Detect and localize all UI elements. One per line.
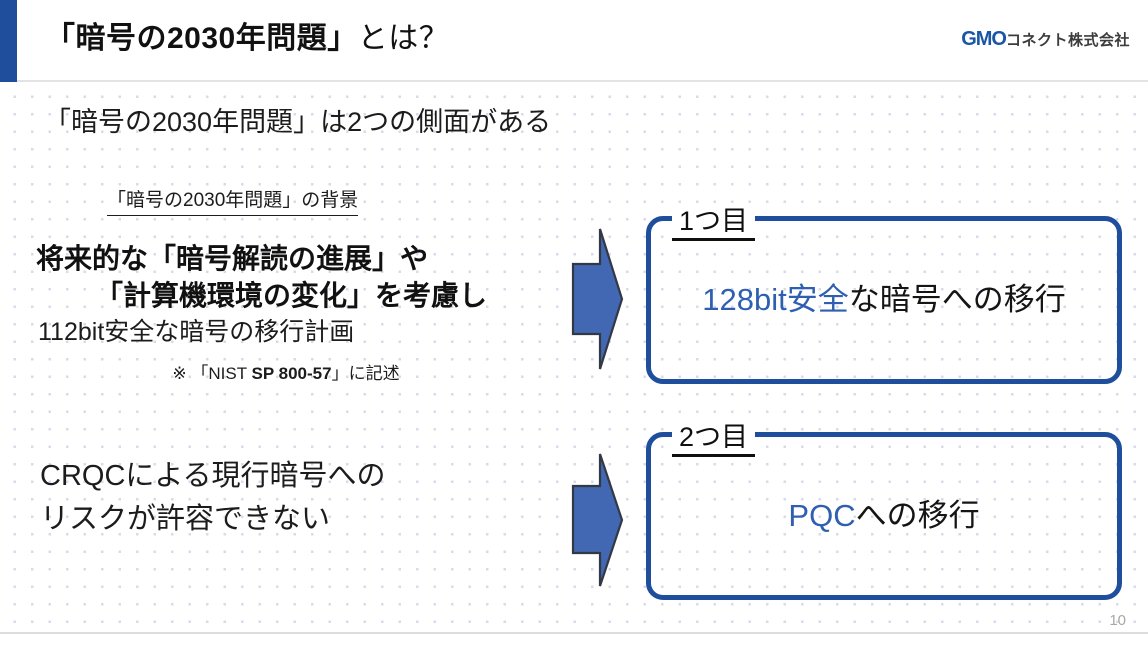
slide-header: 「暗号の2030年問題」とは？ GMOコネクト株式会社 xyxy=(0,0,1148,82)
outcome-box-2-label: 2つ目 xyxy=(672,421,756,457)
page-number: 10 xyxy=(1109,612,1126,629)
slide-body xyxy=(0,84,1148,634)
reason-block-1: 将来的な「暗号解読の進展」や 「計算機環境の変化」を考慮し 112bit安全な暗… xyxy=(36,240,546,350)
outcome-box-1-text: 128bit安全な暗号への移行 xyxy=(646,279,1122,321)
right-arrow-icon-1 xyxy=(571,228,624,370)
logo-company-text: コネクト株式会社 xyxy=(1005,32,1130,49)
page-title-bold: 「暗号の2030年問題」 xyxy=(45,22,358,55)
outcome-box-2 xyxy=(646,432,1122,600)
right-arrow-icon-2 xyxy=(571,453,624,587)
footnote-post: 」に記述 xyxy=(331,364,400,383)
outcome-box-1 xyxy=(646,216,1122,384)
background-heading: 「暗号の2030年問題」の背景 xyxy=(107,188,359,216)
footnote-mark: ※ xyxy=(172,364,187,383)
page-title: 「暗号の2030年問題」とは？ xyxy=(45,17,449,61)
outcome-1-rest: な暗号への移行 xyxy=(848,282,1066,317)
outcome-box-2-text: PQCへの移行 xyxy=(646,495,1122,537)
reason-1-line-2: 「計算機環境の変化」を考慮し xyxy=(94,280,487,311)
reason-1-line-1: 将来的な「暗号解読の進展」や xyxy=(36,243,429,274)
outcome-2-highlight: PQC xyxy=(788,498,856,533)
outcome-2-rest: への移行 xyxy=(855,498,980,533)
nist-footnote: ※ 「NIST SP 800-57」に記述 xyxy=(36,362,536,386)
lead-sentence: 「暗号の2030年問題」は2つの側面がある xyxy=(44,107,552,137)
outcome-box-1-label: 1つ目 xyxy=(672,205,756,241)
reason-1-line-3: 112bit安全な暗号の移行計画 xyxy=(38,318,355,346)
logo-mark-text: GMO xyxy=(961,28,1007,50)
footnote-spec: SP 800-57 xyxy=(251,364,332,383)
reason-block-2: CRQCによる現行暗号への リスクが許容できない xyxy=(40,455,550,541)
footnote-pre: 「NIST xyxy=(191,364,252,383)
outcome-1-highlight: 128bit安全 xyxy=(702,282,849,317)
header-accent-bar xyxy=(0,0,17,82)
reason-2-line-2: リスクが許容できない xyxy=(40,503,331,535)
page-title-regular: とは？ xyxy=(357,22,450,55)
company-logo: GMOコネクト株式会社 xyxy=(961,28,1130,52)
reason-2-line-1: CRQCによる現行暗号への xyxy=(40,460,386,492)
